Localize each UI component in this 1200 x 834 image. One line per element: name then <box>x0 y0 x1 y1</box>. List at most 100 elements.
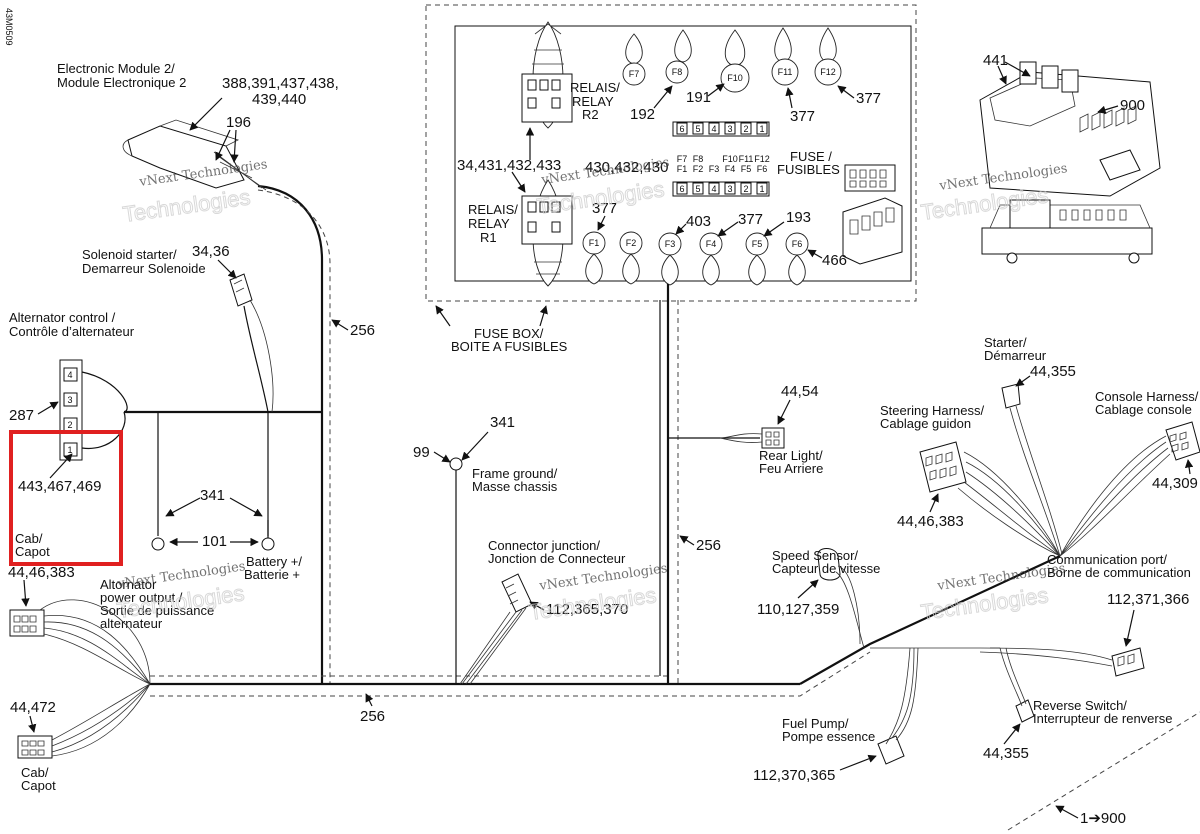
em2-codes-1: 388,391,437,438, <box>222 75 339 92</box>
fuse-grid-cell: 3 <box>727 184 732 194</box>
relay-r2-label-3: R2 <box>582 107 599 122</box>
fuse-code-377-b: 377 <box>856 90 881 107</box>
solenoid-starter-connector <box>229 273 274 540</box>
cab-2-codes: 44,472 <box>10 699 56 716</box>
cab-connector-2 <box>17 683 151 759</box>
connector-junction <box>459 573 533 685</box>
alt-output-label-1: Altornator <box>100 577 157 592</box>
comm-port-label-1: Communication port/ <box>1047 552 1167 567</box>
fuse-grid-cell: 6 <box>679 184 684 194</box>
ring-terminal-alternator <box>151 520 165 551</box>
fuse-f4-label: F4 <box>706 239 717 249</box>
fuel-pump-label-2: Pompe essence <box>782 729 875 744</box>
alt-output-label-3: Sortie de puissance <box>100 603 214 618</box>
fuse-f5-label: F5 <box>752 239 763 249</box>
solenoid-label-2: Demarreur Solenoide <box>82 261 206 276</box>
harness-code-256-c: 256 <box>696 537 721 554</box>
speed-sensor <box>817 548 865 649</box>
rear-light-connector <box>719 427 785 449</box>
fuse-f6: F6 <box>785 232 809 286</box>
fuse-f11: F11 <box>771 27 799 86</box>
frame-ground-label-2: Masse chassis <box>472 479 558 494</box>
console-harness-connector <box>1059 421 1200 557</box>
cab-connector-1 <box>9 599 151 685</box>
fuse-grid-cell: 4 <box>711 184 716 194</box>
fuse-grid-cell: F6 <box>757 164 768 174</box>
reverse-switch-codes: 44,355 <box>983 745 1029 762</box>
fuse-grid-cell: 5 <box>695 124 700 134</box>
relay-r2-label-2: RELAY <box>572 94 614 109</box>
fuse-label-2: FUSIBLES <box>777 162 840 177</box>
relay-codes: 34,431,432,433 <box>457 157 561 174</box>
cab-2-label-2: Capot <box>21 778 56 793</box>
fuse-f5: F5 <box>745 232 769 286</box>
connector-junction-label-2: Jonction de Connecteur <box>488 551 626 566</box>
fuse-f3: F3 <box>658 232 682 286</box>
fuse-grid-cell: 1 <box>759 124 764 134</box>
fuse-code-466: 466 <box>822 252 847 269</box>
fuse-f1: F1 <box>582 231 606 285</box>
em2-label-1: Electronic Module 2/ <box>57 61 175 76</box>
fuse-grid-cell: F2 <box>693 164 704 174</box>
solenoid-codes: 34,36 <box>192 243 230 260</box>
reverse-switch-label-2: Interrupteur de renverse <box>1033 711 1172 726</box>
fuse-grid-cell: 2 <box>743 184 748 194</box>
alt-control-label-2: Contrôle d’alternateur <box>9 324 135 339</box>
fuse-grid-cell: F4 <box>725 164 736 174</box>
frame-ground-label-1: Frame ground/ <box>472 466 558 481</box>
console-harness-label-2: Cablage console <box>1095 402 1192 417</box>
steering-harness-connector <box>919 441 1061 557</box>
cab-1-codes: 44,46,383 <box>8 564 75 581</box>
fuse-f7: F7 <box>622 33 646 86</box>
fuse-grid-cell: F10 <box>722 154 738 164</box>
communication-port-connector <box>870 647 1145 677</box>
fuse-code-192: 192 <box>630 106 655 123</box>
frame-ground-code-99: 99 <box>413 444 430 461</box>
fuse-grid-cell: 5 <box>695 184 700 194</box>
fuse-f7-label: F7 <box>629 69 640 79</box>
reverse-switch-label-1: Reverse Switch/ <box>1033 698 1127 713</box>
steering-harness-label-2: Cablage guidon <box>880 416 971 431</box>
highlight-box <box>9 430 123 566</box>
starter-label-2: Démarreur <box>984 348 1047 363</box>
harness-code-256-b: 256 <box>360 708 385 725</box>
alt-codes: 443,467,469 <box>18 478 101 495</box>
cab-1-label-1: Cab/ <box>15 531 43 546</box>
starter-connector <box>1001 383 1063 557</box>
watermark: vNext Technologies Technologies vNext Te… <box>115 155 1069 625</box>
frame-edge <box>1007 711 1200 831</box>
module-900-sketch <box>979 61 1161 264</box>
fuel-pump-codes: 112,370,365 <box>753 767 835 784</box>
fuse-grid-cell: F8 <box>693 154 704 164</box>
rear-light-label-1: Rear Light/ <box>759 448 823 463</box>
harness-trunks <box>124 184 1061 697</box>
sheet-code: 43M0509 <box>4 8 14 46</box>
battery-label-1: Battery +/ <box>246 554 302 569</box>
fuse-f12: F12 <box>814 27 842 86</box>
speed-sensor-label-2: Capteur de vitesse <box>772 561 880 576</box>
alt-control-label-1: Alternator control / <box>9 310 116 325</box>
em2-code-196: 196 <box>226 114 251 131</box>
starter-codes: 44,355 <box>1030 363 1076 380</box>
battery-label-2: Batterie + <box>244 567 300 582</box>
relay-r1-label-2: RELAY <box>468 216 510 231</box>
fuse-grid-cell: F12 <box>754 154 770 164</box>
speed-sensor-label-1: Speed Sensor/ <box>772 548 858 563</box>
fuse-grid-cell: 1 <box>759 184 764 194</box>
fuse-f6-label: F6 <box>792 239 803 249</box>
fuse-code-193: 193 <box>786 209 811 226</box>
fuse-f8: F8 <box>665 29 692 84</box>
alt-output-label-2: power output / <box>100 590 183 605</box>
console-harness-codes: 44,309 <box>1152 475 1198 492</box>
fuse-grid-cell: 6 <box>679 124 684 134</box>
steering-harness-label-1: Steering Harness/ <box>880 403 984 418</box>
fuse-box-outline <box>425 4 917 302</box>
fuse-code-377-d: 377 <box>738 211 763 228</box>
comm-port-label-2: Borne de communication <box>1047 565 1191 580</box>
fuse-code-403: 403 <box>686 213 711 230</box>
alt-output-label-4: alternateur <box>100 616 163 631</box>
fuse-grid-cell: 2 <box>743 124 748 134</box>
starter-label-1: Starter/ <box>984 335 1027 350</box>
connector-junction-label-1: Connector junction/ <box>488 538 600 553</box>
